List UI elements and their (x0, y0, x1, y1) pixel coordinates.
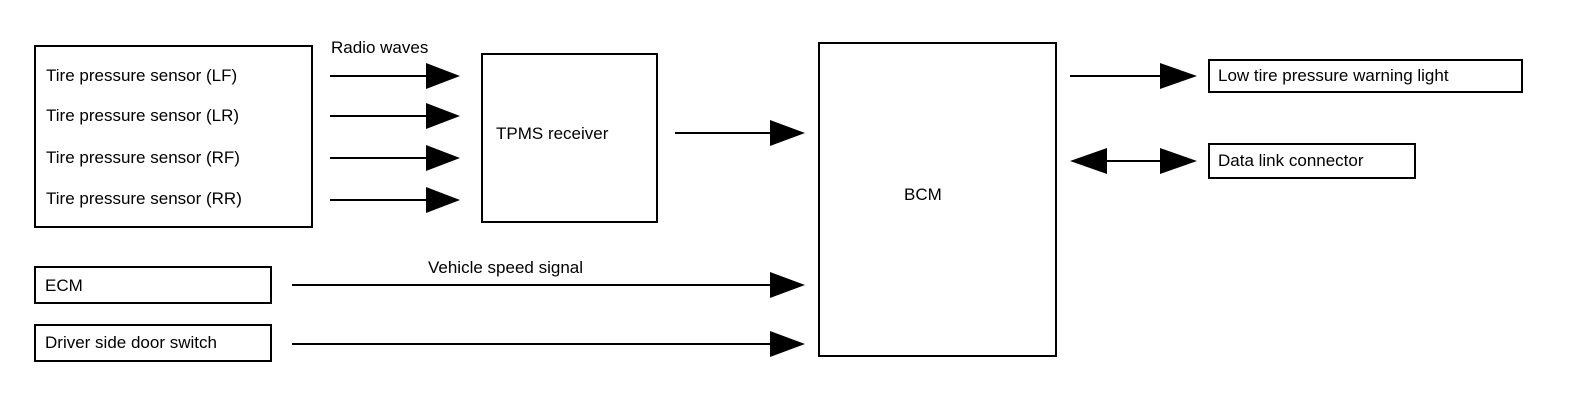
sensor-rf-label: Tire pressure sensor (RF) (46, 148, 240, 167)
ecm-label: ECM (45, 276, 83, 295)
tpms-receiver-block (481, 53, 658, 223)
bcm-block (818, 42, 1057, 357)
data-link-left-arrowhead (1070, 148, 1107, 174)
driver-door-switch-label: Driver side door switch (45, 333, 217, 352)
tire-pressure-sensor-group (34, 45, 313, 228)
sensor-lf-arrowhead (426, 63, 460, 89)
sensor-lf-label: Tire pressure sensor (LF) (46, 66, 238, 85)
radio-waves-label: Radio waves (331, 38, 429, 57)
data-link-right-arrowhead (1160, 148, 1197, 174)
receiver-to-bcm-arrowhead (770, 120, 805, 146)
warning-light-arrowhead (1160, 63, 1197, 89)
data-link-connector-block (1208, 143, 1416, 179)
door-switch-to-bcm-arrowhead (770, 331, 805, 357)
bcm-label: BCM (904, 185, 942, 204)
sensor-lr-arrowhead (426, 103, 460, 129)
vehicle-speed-signal-label: Vehicle speed signal (428, 258, 584, 277)
sensor-rf-arrowhead (426, 145, 460, 171)
driver-door-switch-block (34, 324, 272, 362)
warning-light-block (1208, 59, 1523, 93)
sensor-rr-label: Tire pressure sensor (RR) (46, 189, 242, 208)
ecm-to-bcm-arrowhead (770, 272, 805, 298)
ecm-block (34, 266, 272, 304)
warning-light-label: Low tire pressure warning light (1218, 66, 1449, 85)
sensor-lr-label: Tire pressure sensor (LR) (46, 106, 240, 125)
tpms-receiver-label: TPMS receiver (496, 124, 609, 143)
sensor-rr-arrowhead (426, 187, 460, 213)
data-link-connector-label: Data link connector (1218, 151, 1364, 170)
